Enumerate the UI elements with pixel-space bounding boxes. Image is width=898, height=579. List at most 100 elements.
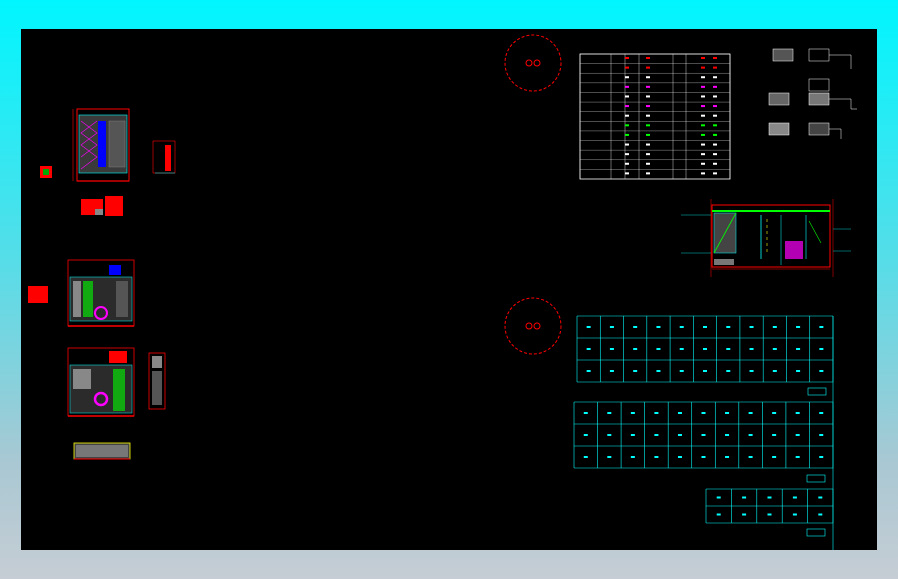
cell-mark [654,456,659,458]
hatch-legend[interactable] [768,48,857,139]
cell-mark [625,162,629,165]
elevation-block-1[interactable] [72,108,130,182]
cell-mark [625,105,629,108]
cell-mark [713,133,717,136]
cell-mark [772,370,777,372]
cell-mark [713,172,717,175]
cell-mark [646,133,650,136]
cell-mark [701,105,705,108]
cell-mark [701,124,705,127]
cell-mark [767,513,772,516]
plan-detail-red[interactable] [81,196,123,216]
cell-mark [767,496,772,499]
cell-mark [586,326,591,328]
cell-mark [701,133,705,136]
floor-plan[interactable] [681,199,851,277]
cell-mark [796,326,801,328]
cad-drawing-viewport[interactable] [21,29,877,550]
cell-mark [772,326,777,328]
cell-mark [749,348,754,350]
stamp-box-3 [806,528,826,537]
cell-mark [749,326,754,328]
cell-mark [725,412,730,414]
cell-mark [586,348,591,350]
cell-mark [630,456,635,458]
cad-drawing-canvas[interactable] [21,29,877,550]
schedule-table-2[interactable] [573,401,834,469]
legend-table[interactable] [579,53,731,180]
section-detail-1[interactable] [152,140,176,174]
cell-mark [796,370,801,372]
cell-mark [713,95,717,98]
cell-mark [772,412,777,414]
cell-mark [679,348,684,350]
cell-mark [583,456,588,458]
cell-mark [819,456,824,458]
cell-mark [748,434,753,436]
cell-mark [625,85,629,88]
cell-mark [646,105,650,108]
cell-mark [818,496,823,499]
cell-mark [677,434,682,436]
cell-mark [742,513,747,516]
cell-mark [625,133,629,136]
cell-mark [583,412,588,414]
cell-mark [646,85,650,88]
cell-mark [677,412,682,414]
cell-mark [792,496,797,499]
cell-mark [701,66,705,69]
plan-detail-bottom[interactable] [73,442,131,460]
cell-mark [772,348,777,350]
cell-mark [795,456,800,458]
cell-mark [646,66,650,69]
cell-mark [646,124,650,127]
cell-mark [656,326,661,328]
cell-mark [633,370,638,372]
cell-mark [609,348,614,350]
cell-mark [725,456,730,458]
cell-mark [679,370,684,372]
elevation-block-3[interactable] [67,347,135,417]
elevation-block-2[interactable] [67,259,135,327]
cell-mark [713,57,717,59]
cell-mark [749,370,754,372]
stamp-box-1 [807,387,827,396]
cell-mark [646,114,650,117]
cell-mark [726,326,731,328]
cell-mark [703,326,707,328]
section-detail-2[interactable] [148,352,166,410]
cell-mark [701,412,706,414]
green-marker-inner [43,169,49,175]
cell-mark [701,143,705,146]
cell-mark [646,143,650,146]
cell-mark [716,513,721,516]
red-marker-2[interactable] [28,286,48,303]
cell-mark [633,348,638,350]
cell-mark [625,172,629,175]
revision-cloud-2[interactable] [504,297,562,355]
cell-mark [633,326,638,328]
cell-mark [609,370,614,372]
schedule-table-3[interactable] [705,488,834,524]
cell-mark [646,76,650,79]
cell-mark [625,66,629,69]
cell-mark [772,434,777,436]
cell-mark [607,456,612,458]
cell-mark [795,434,800,436]
cell-mark [646,95,650,98]
cell-mark [713,85,717,88]
cell-mark [625,95,629,98]
cell-mark [726,370,731,372]
cell-mark [701,172,705,175]
cell-mark [819,326,824,328]
cell-mark [742,496,747,499]
cell-mark [646,57,650,59]
cell-mark [625,114,629,117]
cell-mark [725,434,730,436]
schedule-table-1[interactable] [576,315,834,383]
cell-mark [625,76,629,79]
cell-mark [701,434,706,436]
cell-mark [630,412,635,414]
revision-cloud-1[interactable] [504,34,562,92]
cell-mark [819,348,824,350]
